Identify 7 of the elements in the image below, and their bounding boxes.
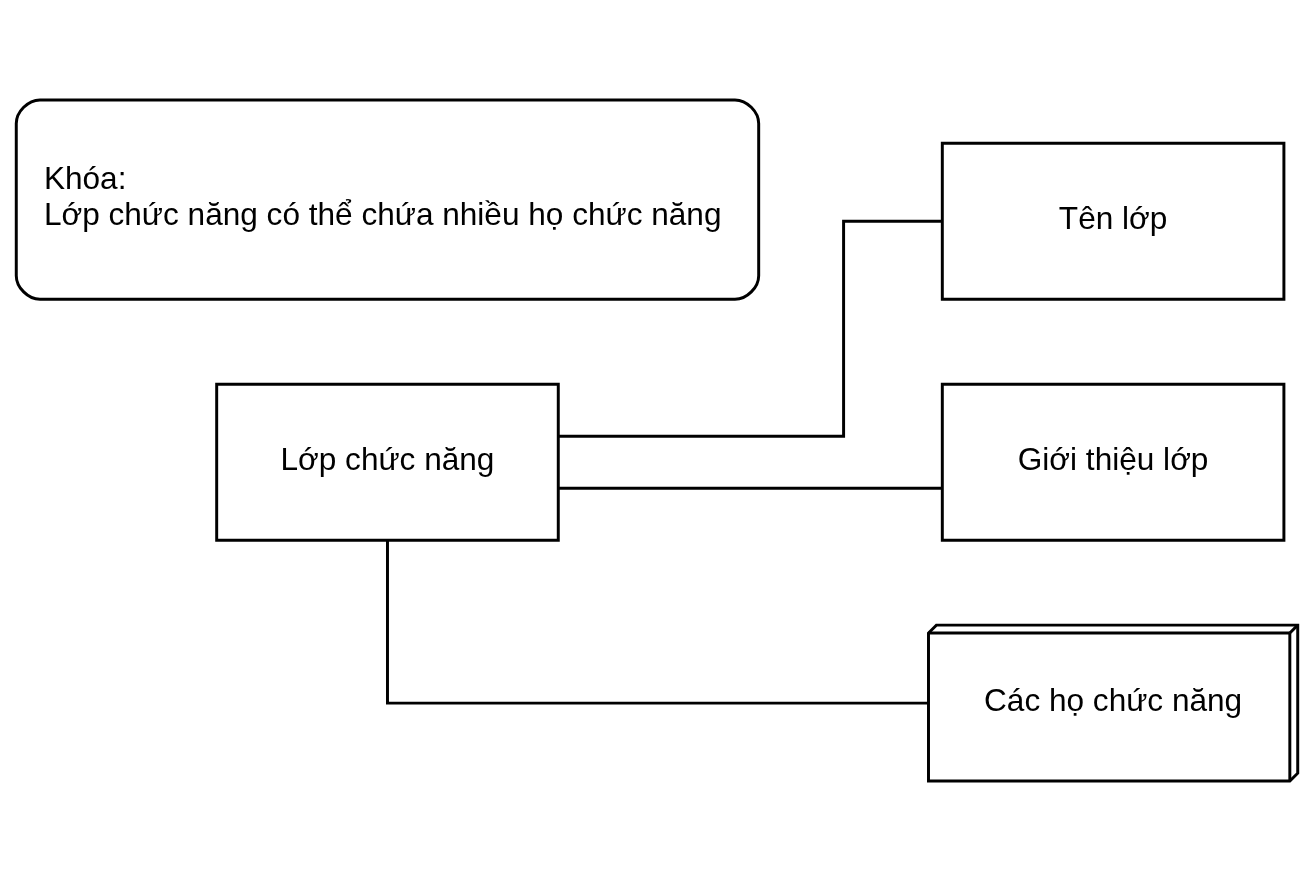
connector — [558, 486, 942, 490]
connector — [386, 539, 929, 705]
node-box: Tên lớp — [940, 141, 1286, 301]
node-box: Khóa: Lớp chức năng có thể chứa nhiều họ chức năng — [14, 97, 761, 301]
node-box: Lớp chức năng — [215, 382, 560, 542]
connector — [558, 219, 942, 438]
node-box: Giới thiệu lớp — [940, 382, 1286, 542]
